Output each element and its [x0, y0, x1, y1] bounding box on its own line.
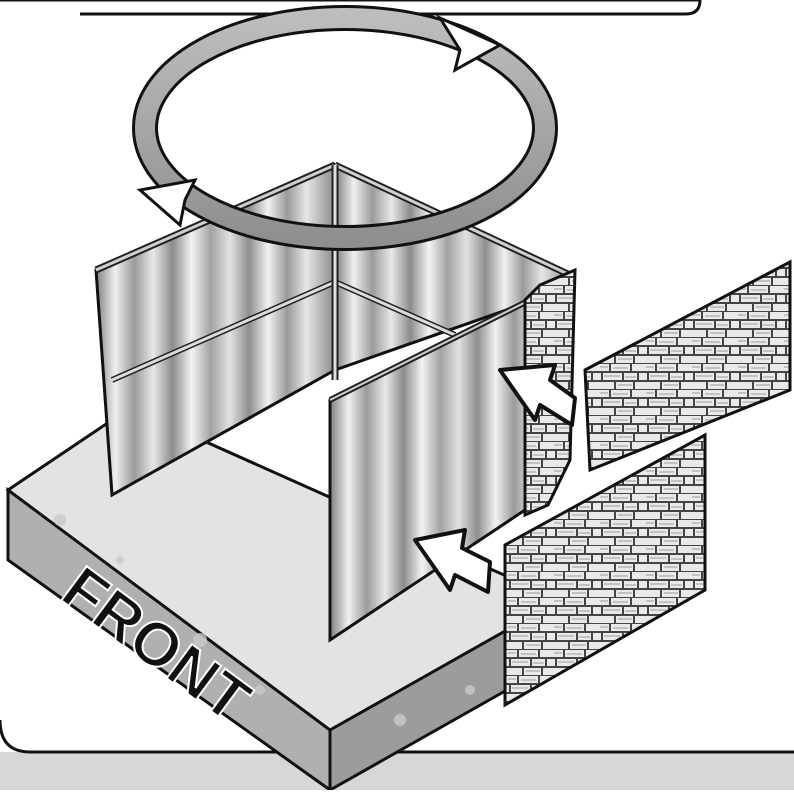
stone-panel-upper	[585, 262, 790, 470]
